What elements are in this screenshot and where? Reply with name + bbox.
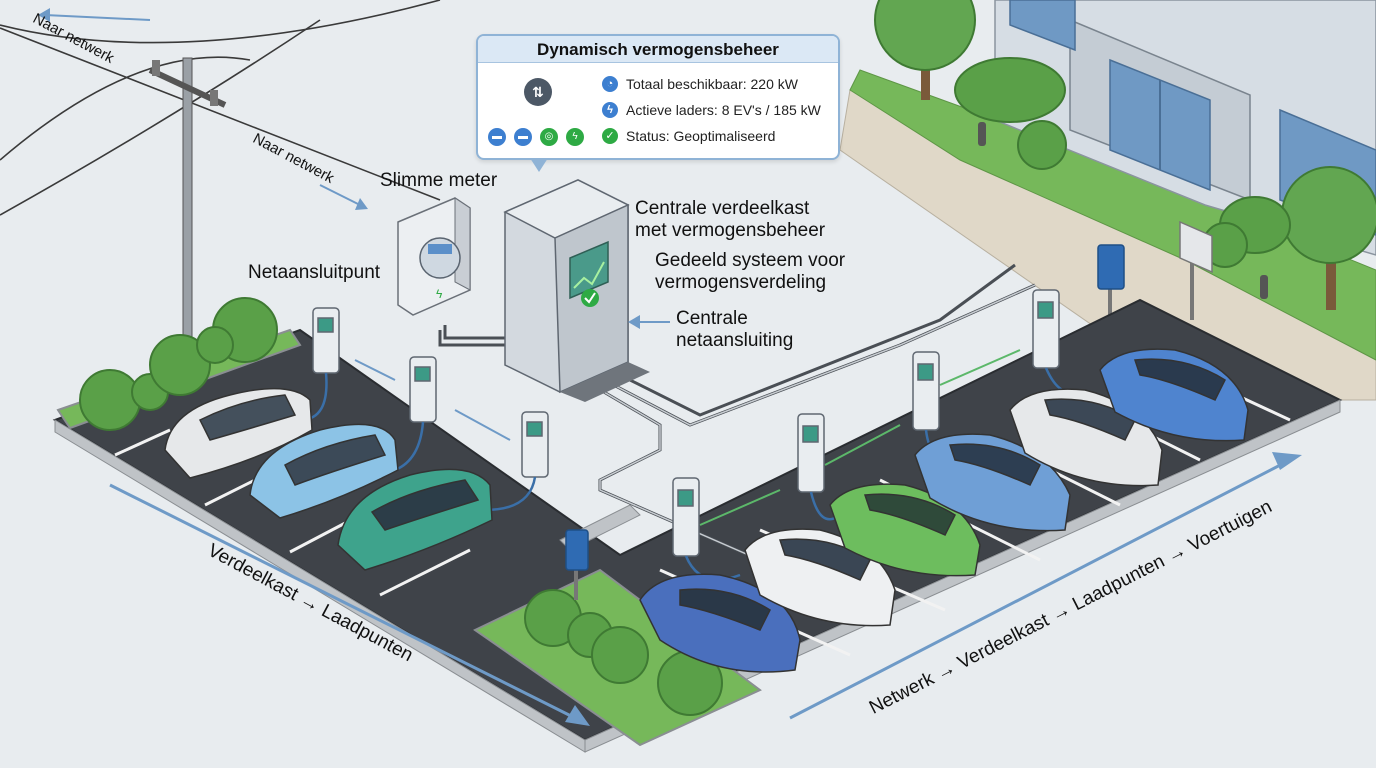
cars-left <box>164 387 493 571</box>
panel-title: Dynamisch vermogensbeheer <box>478 36 838 63</box>
label-netaansluitpunt: Netaansluitpunt <box>248 262 381 283</box>
bushes-left <box>79 297 278 431</box>
car-icon: ▬ <box>488 128 506 146</box>
trees-right <box>874 0 1376 310</box>
parking-sign-bottom <box>565 529 589 600</box>
label-centrale-verdeelkast: Centrale verdeelkast met vermogensbeheer <box>635 198 826 241</box>
panel-row-active: ϟ Actieve laders: 8 EV's / 185 kW <box>602 102 821 118</box>
label-gedeeld-systeem: Gedeeld systeem voor vermogensverdeling <box>655 250 846 293</box>
label-slimme-meter: Slimme meter <box>380 170 498 191</box>
gauge-icon: ◔ <box>602 76 618 92</box>
distribution-cabinet <box>503 179 650 402</box>
panel-row-status-text: Status: Geoptimaliseerd <box>626 128 776 144</box>
chargers-left <box>312 307 549 478</box>
power-hub-icon: ⇅ <box>524 78 552 106</box>
check-icon: ✓ <box>602 128 618 144</box>
panel-row-active-text: Actieve laders: 8 EV's / 185 kW <box>626 102 821 118</box>
bushes-bottom <box>524 589 723 716</box>
power-management-panel: Dynamisch vermogensbeheer ⇅ ▬ ▬ ◎ ϟ ◔ To… <box>476 34 840 172</box>
panel-row-status: ✓ Status: Geoptimaliseerd <box>602 128 775 144</box>
smart-meter: ϟ <box>397 197 471 316</box>
label-centrale-netaansluiting: Centrale netaansluiting <box>676 308 794 351</box>
flow-arrows <box>38 8 1302 726</box>
power-cables-light <box>574 284 1036 561</box>
cars-right <box>639 348 1249 673</box>
panel-row-total-text: Totaal beschikbaar: 220 kW <box>626 76 798 92</box>
lightning-icon: ϟ <box>602 102 618 118</box>
bike-icon: ◎ <box>540 128 558 146</box>
power-lines <box>0 0 441 216</box>
panel-row-total: ◔ Totaal beschikbaar: 220 kW <box>602 76 798 92</box>
lightning-icon: ϟ <box>566 128 584 146</box>
chargers-right <box>672 289 1060 557</box>
car-icon: ▬ <box>514 128 532 146</box>
svg-text:ϟ: ϟ <box>436 287 443 301</box>
panel-pointer <box>530 158 548 172</box>
parking-sign-right <box>1097 220 1213 330</box>
